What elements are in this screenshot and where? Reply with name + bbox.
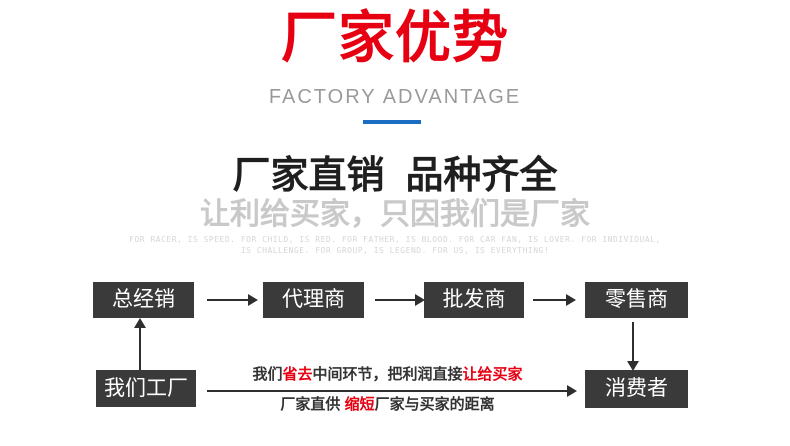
arrow-right-icon bbox=[248, 294, 258, 306]
arrow-line bbox=[375, 299, 415, 301]
arrow-line bbox=[533, 299, 566, 301]
arrow-line bbox=[207, 299, 248, 301]
note-text: 厂家与买家的距离 bbox=[374, 396, 495, 413]
flow-node-consumer: 消费者 bbox=[585, 370, 688, 408]
page-title: 厂家优势 bbox=[281, 6, 509, 69]
arrow-down-icon bbox=[627, 361, 639, 371]
section-subheading: 让利给买家，只因我们是厂家 bbox=[200, 198, 590, 231]
flow-node-factory: 我们工厂 bbox=[96, 370, 196, 407]
note-line-2: 厂家直供 缩短厂家与买家的距离 bbox=[207, 396, 568, 414]
arrow-up-icon bbox=[134, 318, 146, 328]
note-highlight: 缩短 bbox=[344, 396, 375, 413]
arrow-line bbox=[207, 390, 568, 392]
tagline: FOR RACER, IS SPEED. FOR CHILD, IS RED. … bbox=[0, 234, 790, 256]
section-heading: 厂家直销 品种齐全 bbox=[232, 155, 558, 197]
flow-node-retailer: 零售商 bbox=[585, 282, 688, 318]
page-subtitle: FACTORY ADVANTAGE bbox=[268, 86, 522, 108]
arrow-right-icon bbox=[567, 385, 577, 397]
arrow-right-icon bbox=[415, 294, 425, 306]
flow-node-agent: 代理商 bbox=[263, 282, 364, 318]
tagline-line-2: IS CHALLENGE. FOR GROUP, IS LEGEND. FOR … bbox=[240, 246, 550, 255]
arrow-right-icon bbox=[566, 294, 576, 306]
arrow-line bbox=[139, 327, 141, 370]
flow-node-general-distributor: 总经销 bbox=[93, 282, 194, 318]
title-underline bbox=[363, 120, 421, 124]
note-highlight: 省去 bbox=[282, 366, 313, 383]
arrow-line bbox=[632, 322, 634, 362]
note-text: 中间环节，把利润直接 bbox=[312, 366, 463, 383]
note-highlight: 让给买家 bbox=[462, 366, 523, 383]
tagline-line-1: FOR RACER, IS SPEED. FOR CHILD, IS RED. … bbox=[129, 235, 661, 244]
note-text: 厂家直供 bbox=[280, 396, 345, 413]
note-line-1: 我们省去中间环节，把利润直接让给买家 bbox=[207, 366, 568, 384]
note-text: 我们 bbox=[252, 366, 283, 383]
flow-node-wholesaler: 批发商 bbox=[424, 282, 524, 318]
